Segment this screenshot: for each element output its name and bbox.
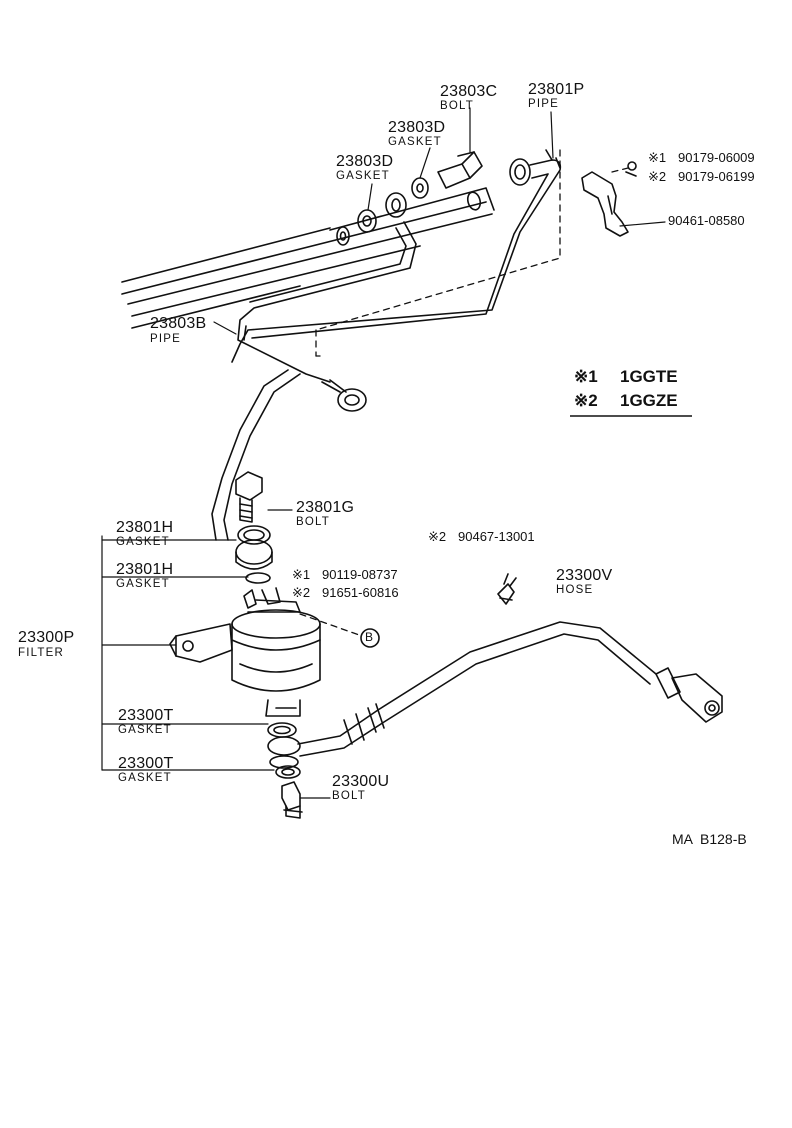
- label-23801P-part: 23801P: [528, 81, 585, 98]
- fuel-delivery-rail: [121, 187, 495, 329]
- label-90179-1-part: 90179-06009: [678, 150, 755, 165]
- label-23300T-lower-name: GASKET: [118, 772, 172, 784]
- diagram-code: MA B128-B: [672, 831, 747, 847]
- gaskets-23300T: [267, 722, 301, 779]
- leader-lines: [101, 107, 666, 799]
- bracket-90461: [581, 161, 637, 237]
- label-23801P-name: PIPE: [528, 98, 560, 110]
- label-23300T-upper-part: 23300T: [118, 707, 174, 724]
- label-90467-part: 90467-13001: [458, 529, 535, 544]
- label-23803B-name: PIPE: [150, 333, 182, 345]
- pipe-23801P: [231, 149, 562, 363]
- leader-dashed: [299, 149, 629, 637]
- label-23803D-lower-name: GASKET: [336, 170, 390, 182]
- fuel-filter-23300P: [169, 587, 321, 717]
- label-23801H-upper-name: GASKET: [116, 536, 170, 548]
- bolt-23801G: [235, 471, 263, 523]
- label-23300T-upper-name: GASKET: [118, 724, 172, 736]
- eye-fitting-upper: [235, 525, 273, 584]
- label-23300P-part: 23300P: [18, 629, 75, 646]
- label-90467-mark: ※2: [428, 529, 447, 544]
- label-90119-part: 90119-08737: [322, 567, 398, 582]
- label-23300V-name: HOSE: [556, 584, 594, 596]
- label-91651-mark: ※2: [292, 585, 311, 600]
- label-23803D-upper-part: 23803D: [388, 119, 446, 136]
- label-23300U-name: BOLT: [332, 790, 366, 802]
- label-90461-part: 90461-08580: [668, 213, 745, 228]
- pipe-23803B: [211, 221, 417, 541]
- label-23300V-part: 23300V: [556, 567, 613, 584]
- label-23801H-upper-part: 23801H: [116, 519, 174, 536]
- reference-b-marker: [360, 628, 380, 648]
- label-90179-1-mark: ※1: [648, 150, 667, 165]
- legend-2-mark: ※2: [574, 391, 598, 410]
- label-23801G-name: BOLT: [296, 516, 330, 528]
- label-23803C-name: BOLT: [440, 100, 474, 112]
- label-23300T-lower-part: 23300T: [118, 755, 174, 772]
- label-90179-2-part: 90179-06199: [678, 169, 755, 184]
- label-23300U-part: 23300U: [332, 773, 390, 790]
- label-23801G-part: 23801G: [296, 499, 355, 516]
- label-23803D-upper-name: GASKET: [388, 136, 442, 148]
- legend-2-engine: 1GGZE: [620, 391, 678, 410]
- label-90119-mark: ※1: [292, 567, 311, 582]
- legend-1-engine: 1GGTE: [620, 367, 678, 386]
- hose-clip-90467: [497, 573, 517, 605]
- hose-23300V: [297, 621, 723, 757]
- label-23803C-part: 23803C: [440, 83, 498, 100]
- label-91651-part: 91651-60816: [322, 585, 399, 600]
- label-23803B-part: 23803B: [150, 315, 207, 332]
- upper-gasket-stack: [336, 151, 483, 246]
- reference-b-letter: B: [365, 630, 374, 644]
- label-23801H-lower-part: 23801H: [116, 561, 174, 578]
- legend-1-mark: ※1: [574, 367, 598, 386]
- label-23801H-lower-name: GASKET: [116, 578, 170, 590]
- bolt-23300U: [281, 781, 303, 819]
- label-23300P-name: FILTER: [18, 647, 64, 659]
- label-90179-2-mark: ※2: [648, 169, 667, 184]
- label-23803D-lower-part: 23803D: [336, 153, 394, 170]
